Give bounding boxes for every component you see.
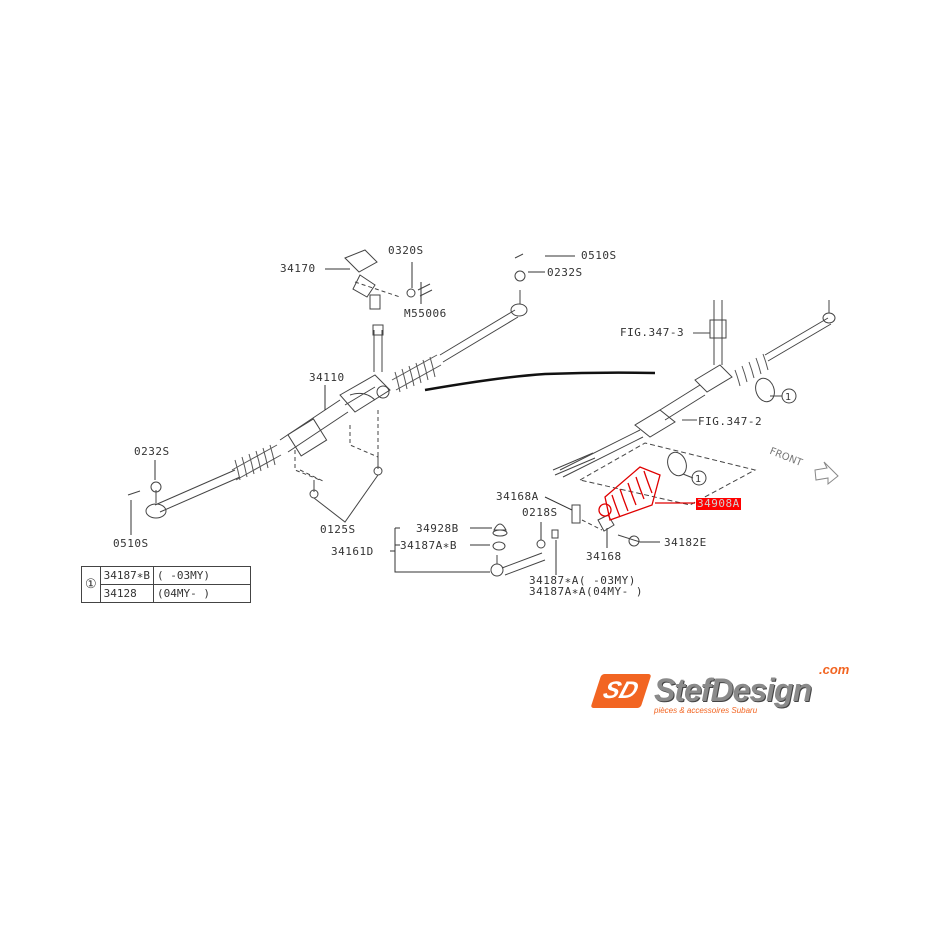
label-0320s: 0320S: [388, 244, 424, 257]
label-0232s-left: 0232S: [134, 445, 170, 458]
label-34110: 34110: [309, 371, 345, 384]
label-0232s-top: 0232S: [547, 266, 583, 279]
label-34187a-a: 34187A∗A(04MY- ): [529, 585, 643, 598]
label-34170: 34170: [280, 262, 316, 275]
label-34168a: 34168A: [496, 490, 539, 503]
logo-tagline: pièces & accessoires Subaru: [654, 706, 758, 715]
label-34182e: 34182E: [664, 536, 707, 549]
logo-mark-icon: SD: [590, 674, 652, 708]
detail-rack-assembly: [552, 300, 836, 506]
boot-34908a-highlight: [598, 466, 695, 521]
legend-range: (04MY- ): [153, 584, 252, 603]
legend-range: ( -03MY): [153, 566, 252, 585]
legend-row: ① 34187∗B ( -03MY): [81, 566, 252, 603]
label-34161d: 34161D: [331, 545, 374, 558]
label-0125s: 0125S: [320, 523, 356, 536]
label-0510s-left: 0510S: [113, 537, 149, 550]
svg-text:1: 1: [785, 392, 791, 403]
label-fig-347-2[interactable]: FIG.347-2: [698, 415, 763, 428]
label-34168: 34168: [586, 550, 622, 563]
main-rack-assembly: [127, 249, 528, 523]
label-34187-a: 34187∗A( -03MY): [529, 574, 636, 587]
logo-tld: .com: [819, 662, 850, 677]
label-34187a-b: 34187A∗B: [400, 539, 457, 552]
stefdesign-logo: SD StefDesign .com pièces & accessoires …: [590, 662, 856, 718]
legend-table: ① 34187∗B ( -03MY) 34128 (04MY- ): [81, 566, 252, 603]
legend-row: 34128 (04MY- ): [82, 584, 252, 603]
label-0510s-top: 0510S: [581, 249, 617, 262]
legend-ref-marker: ①: [81, 566, 101, 603]
label-34908a-highlighted[interactable]: 34908A: [696, 497, 741, 510]
legend-part: 34128: [99, 584, 155, 603]
svg-text:1: 1: [695, 474, 701, 485]
logo-name: StefDesign: [654, 672, 812, 708]
legend-part: 34187∗B: [99, 566, 155, 585]
label-fig-347-3[interactable]: FIG.347-3: [620, 326, 685, 339]
label-34928b: 34928B: [416, 522, 459, 535]
label-0218s: 0218S: [522, 506, 558, 519]
label-m55006: M55006: [404, 307, 447, 320]
